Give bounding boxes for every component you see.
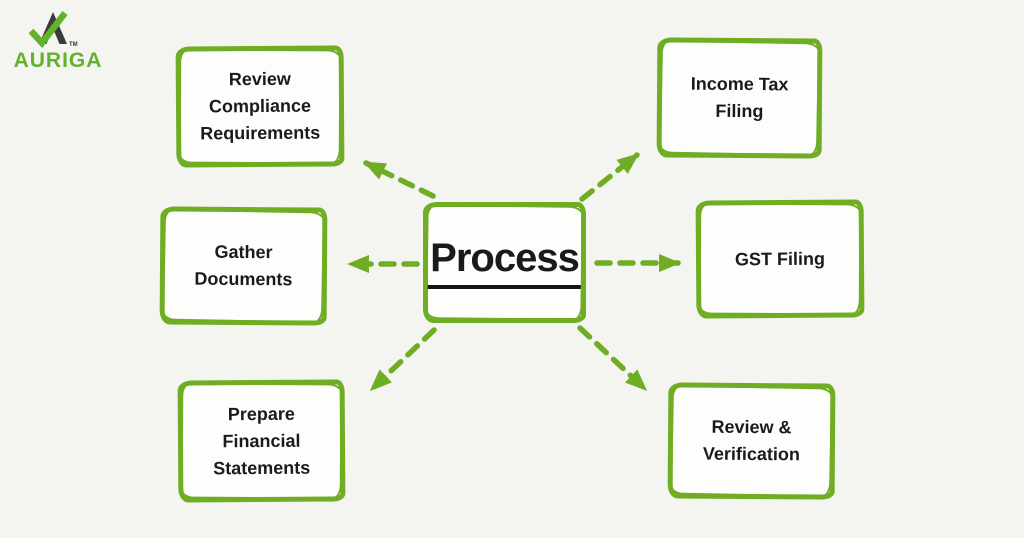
arrow-center-to-review-verification (577, 325, 648, 392)
logo-checkmark-shape (28, 11, 68, 48)
node-income-tax-filing: Income Tax Filing (656, 37, 823, 159)
node-gather-documents: Gather Documents (159, 206, 328, 326)
node-label: Review & Verification (702, 416, 800, 465)
auriga-logo: TM AURIGA (10, 6, 106, 73)
mountain-checkmark-icon: TM (28, 11, 78, 48)
node-gst-filing: GST Filing (695, 199, 865, 319)
logo-trademark: TM (69, 42, 78, 48)
process-title: Process (427, 236, 582, 289)
arrow-center-to-review-compliance (363, 160, 436, 199)
node-label: GST Filing (734, 248, 826, 269)
node-prepare-financial-statements: Prepare Financial Statements (177, 379, 346, 503)
node-label: Prepare Financial Statements (213, 403, 311, 478)
arrow-center-to-prepare-financial (369, 327, 437, 392)
node-label: Gather Documents (194, 241, 293, 290)
node-label: Review Compliance Requirements (200, 68, 321, 144)
node-label: Income Tax Filing (690, 73, 789, 122)
node-review-compliance-requirements: Review Compliance Requirements (175, 45, 345, 168)
arrow-center-to-income-tax (579, 152, 640, 202)
node-review-verification: Review & Verification (667, 382, 836, 500)
node-process-center: Process (423, 202, 586, 323)
brand-name: AURIGA (13, 49, 103, 72)
